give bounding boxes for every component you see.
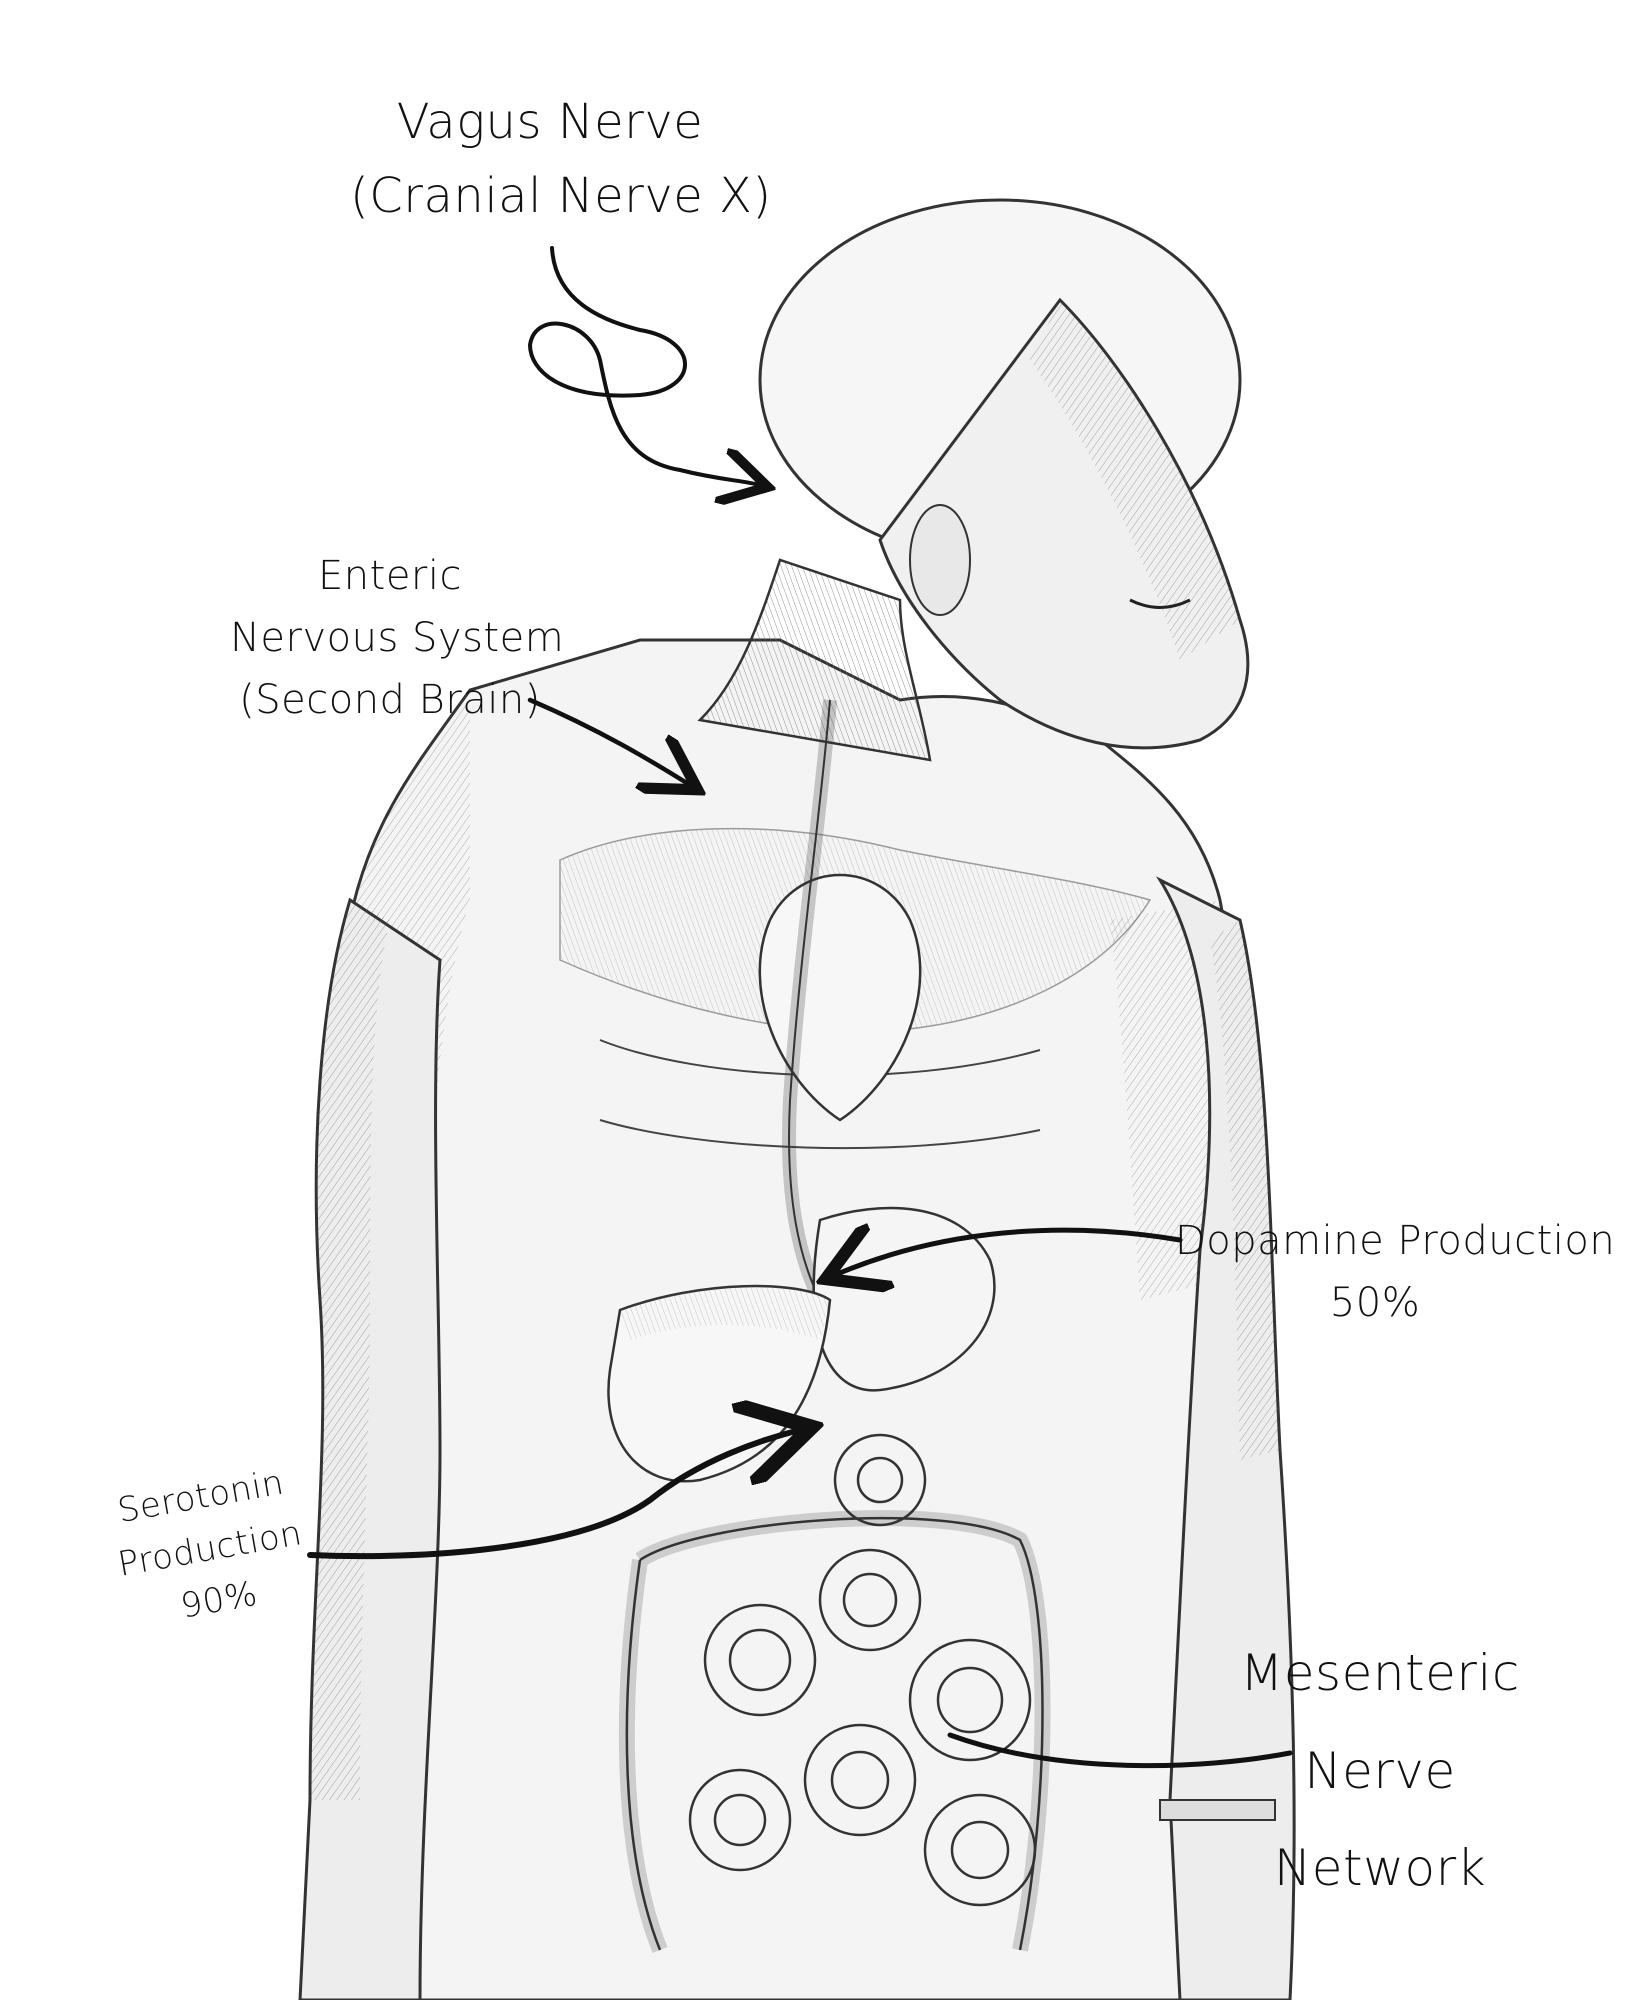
- vagus-arrow: [527, 246, 760, 485]
- left-arm-sketch: [298, 897, 442, 2000]
- dopamine-line2: 50%: [1329, 1280, 1421, 1326]
- enteric-line2: Nervous System: [230, 615, 565, 661]
- serotonin-arrow: [307, 1430, 800, 1560]
- label-mesenteric-nerve-network: Mesenteric Nerve Network: [1240, 1625, 1520, 1918]
- label-enteric-nervous-system: Enteric Nervous System (Second Brain): [230, 545, 565, 731]
- mesenteric-line1: Mesenteric: [1240, 1644, 1520, 1702]
- label-dopamine-production: Dopamine Production 50%: [1175, 1210, 1616, 1334]
- mesenteric-line3: Network: [1273, 1839, 1487, 1897]
- vagus-line2: (Cranial Nerve X): [350, 168, 772, 225]
- dopamine-line1: Dopamine Production: [1175, 1218, 1616, 1264]
- neck-sketch: [697, 558, 932, 762]
- mesenteric-arrow: [947, 1732, 1293, 1769]
- mesenteric-line2: Nerve: [1304, 1741, 1456, 1800]
- enteric-line1: Enteric: [318, 553, 462, 599]
- enteric-line3: (Second Brain): [239, 677, 541, 723]
- enteric-arrow: [527, 697, 690, 785]
- vagus-line1: Vagus Nerve: [396, 94, 704, 150]
- right-arm-sketch: [1155, 876, 1296, 2000]
- dopamine-arrow: [835, 1230, 1183, 1275]
- head-sketch: [758, 198, 1250, 750]
- label-vagus-nerve: Vagus Nerve (Cranial Nerve X): [350, 85, 772, 234]
